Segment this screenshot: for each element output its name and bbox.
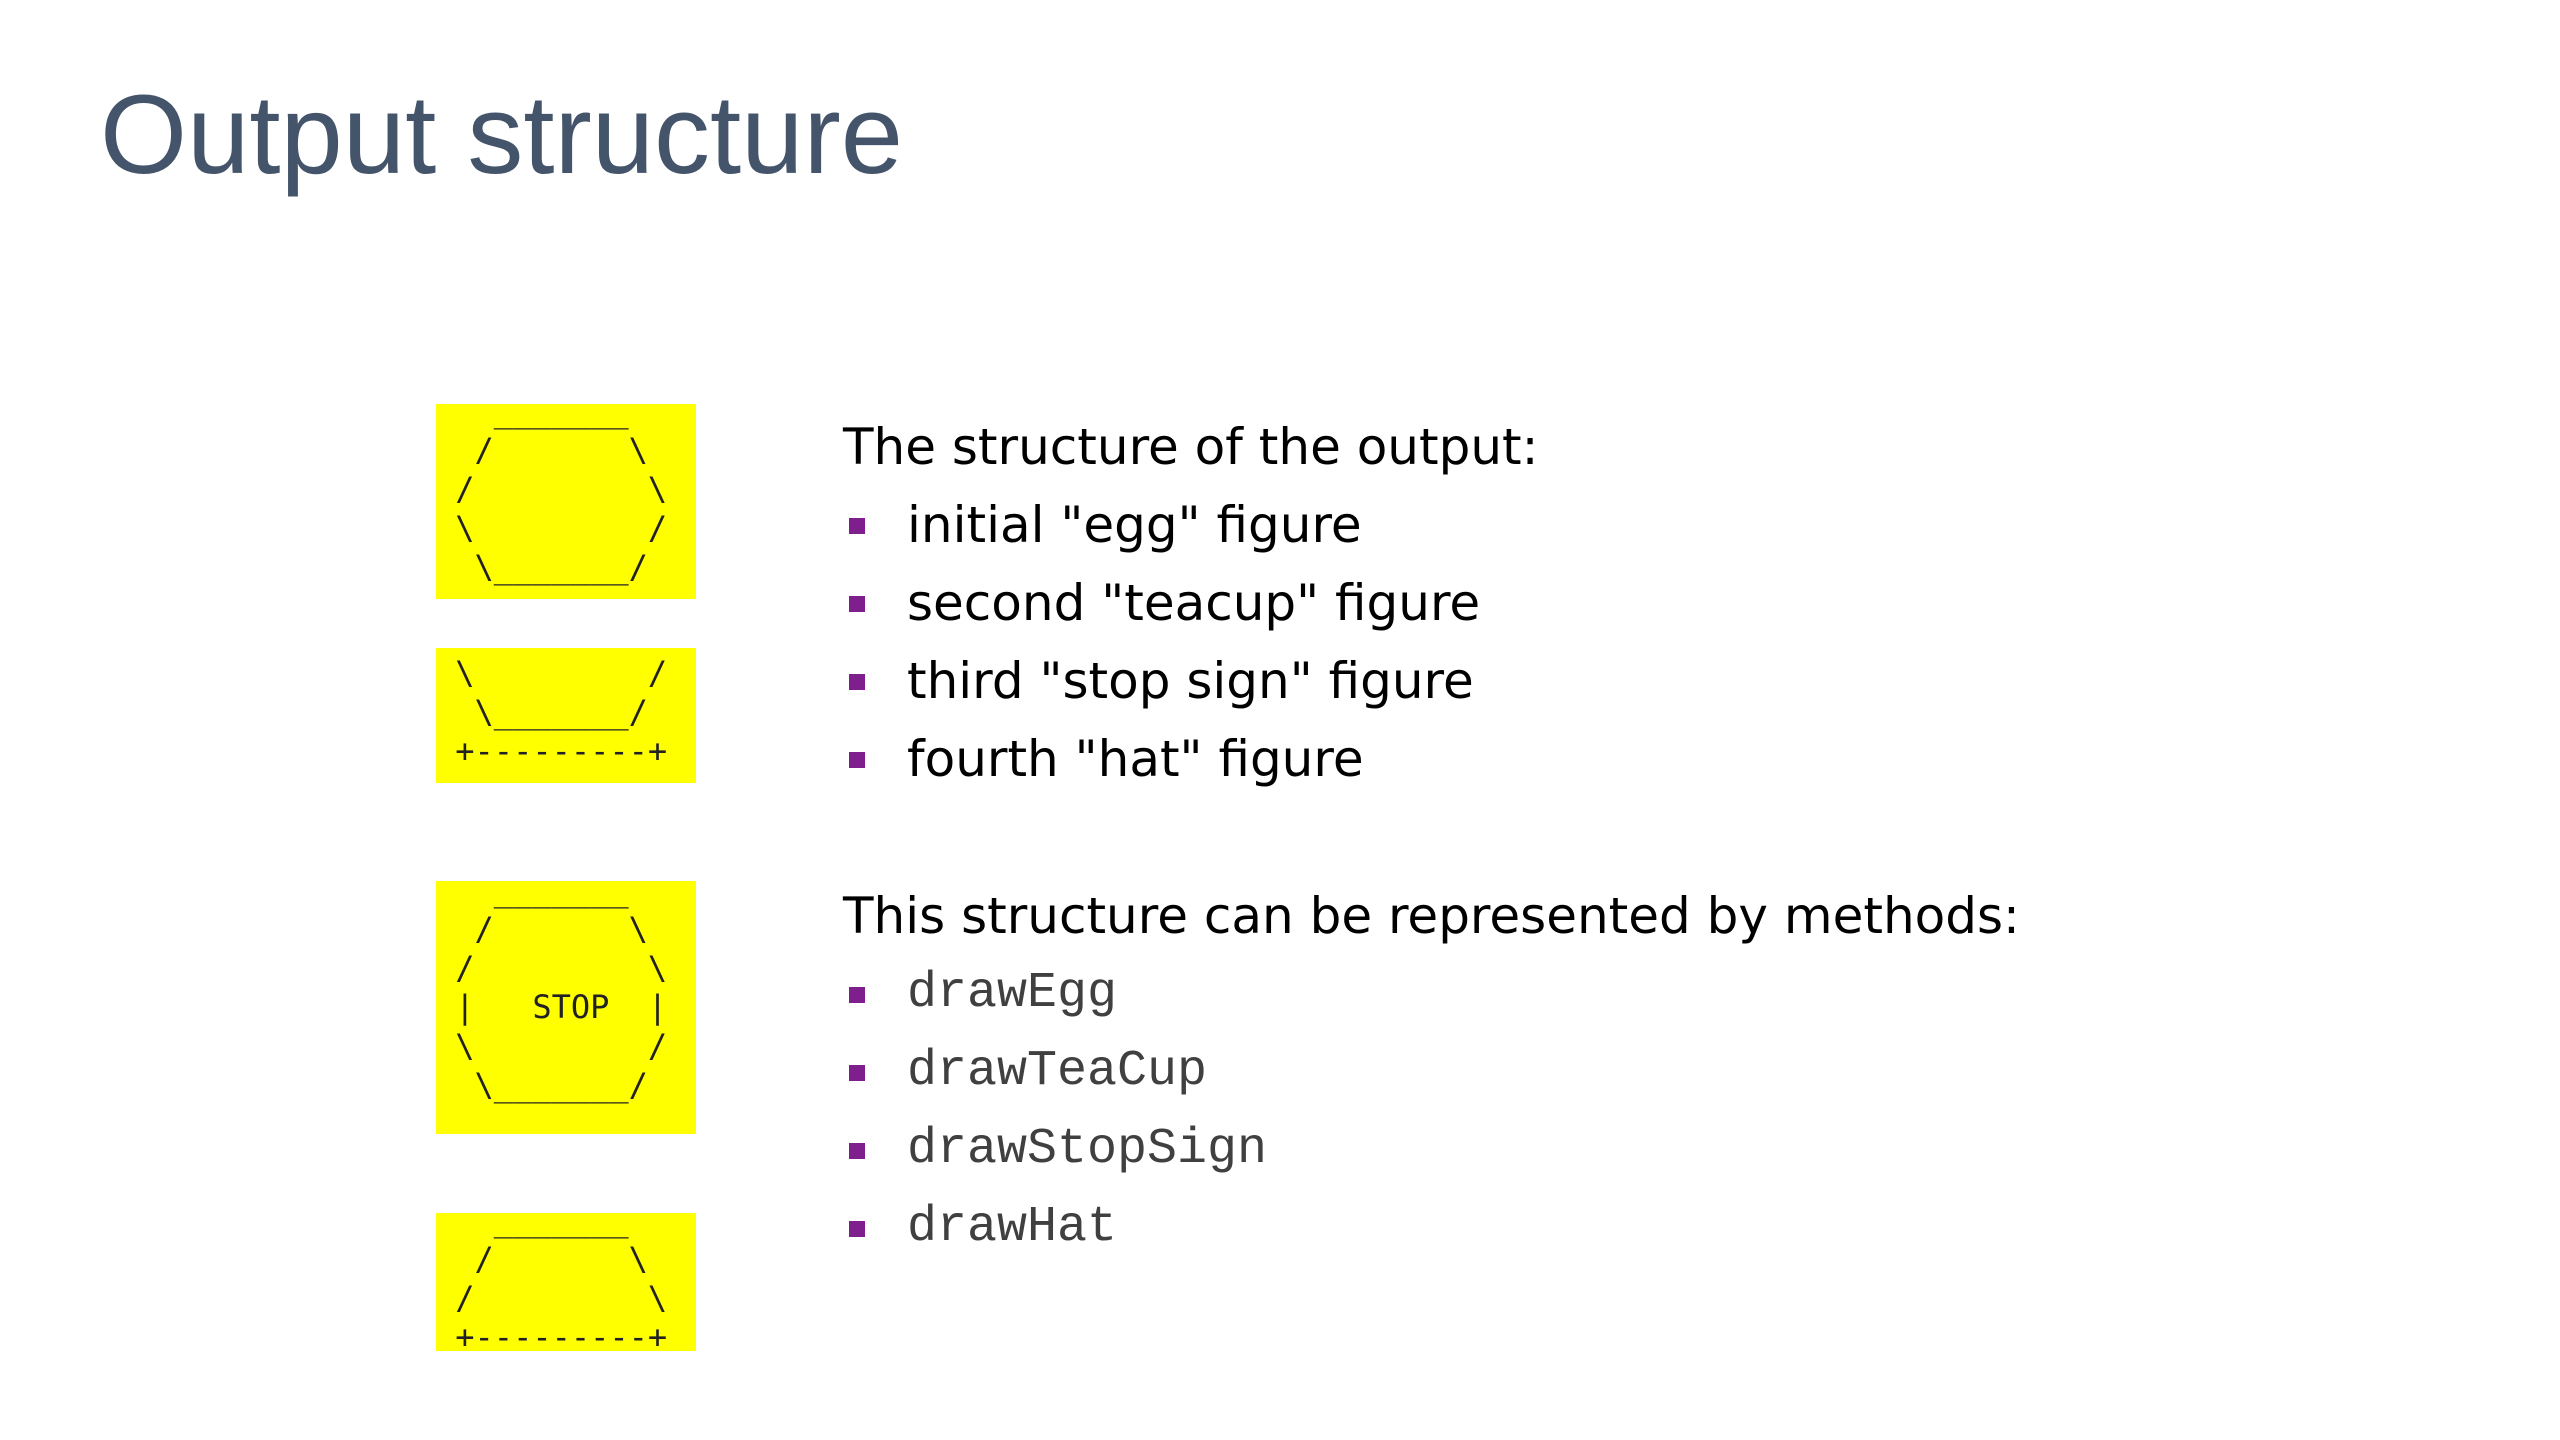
slide-title: Output structure — [100, 72, 904, 197]
structure-heading: The structure of the output: — [843, 418, 1539, 476]
list-item-label: third "stop sign" figure — [907, 652, 1474, 710]
teacup-figure: \ / \_______/ +---------+ — [436, 648, 696, 783]
egg-figure: _______ / \ / \ \ / \_______/ — [436, 404, 696, 599]
methods-section: This structure can be represented by met… — [843, 877, 2020, 1267]
list-item-label: fourth "hat" figure — [907, 730, 1364, 788]
square-bullet-icon — [849, 1221, 865, 1237]
egg-figure-art: _______ / \ / \ \ / \_______/ — [455, 404, 668, 586]
hat-figure: _______ / \ / \ +---------+ — [436, 1213, 696, 1351]
list-item-label: second "teacup" figure — [907, 574, 1481, 632]
method-name: drawTeaCup — [907, 1043, 1208, 1100]
list-item: second "teacup" figure — [843, 564, 1538, 642]
square-bullet-icon — [849, 987, 865, 1003]
square-bullet-icon — [849, 752, 865, 768]
list-item: drawEgg — [843, 955, 2020, 1033]
list-item: initial "egg" figure — [843, 486, 1538, 564]
structure-section: The structure of the output: initial "eg… — [843, 408, 1538, 798]
structure-list: initial "egg" figure second "teacup" fig… — [843, 486, 1538, 798]
list-item: drawHat — [843, 1189, 2020, 1267]
stop-sign-figure: _______ / \ / \ | STOP | \ / \_______/ — [436, 881, 696, 1134]
square-bullet-icon — [849, 1143, 865, 1159]
method-name: drawHat — [907, 1199, 1118, 1256]
list-item-label: initial "egg" figure — [907, 496, 1362, 554]
list-item: drawTeaCup — [843, 1033, 2020, 1111]
method-name: drawStopSign — [907, 1121, 1268, 1178]
square-bullet-icon — [849, 518, 865, 534]
methods-list: drawEgg drawTeaCup drawStopSign drawHat — [843, 955, 2020, 1267]
hat-figure-art: _______ / \ / \ +---------+ — [455, 1213, 668, 1351]
methods-heading: This structure can be represented by met… — [843, 887, 2020, 945]
list-item: drawStopSign — [843, 1111, 2020, 1189]
stop-sign-figure-art: _______ / \ / \ | STOP | \ / \_______/ — [455, 881, 668, 1104]
square-bullet-icon — [849, 596, 865, 612]
square-bullet-icon — [849, 674, 865, 690]
method-name: drawEgg — [907, 965, 1118, 1022]
teacup-figure-art: \ / \_______/ +---------+ — [455, 654, 668, 770]
list-item: third "stop sign" figure — [843, 642, 1538, 720]
square-bullet-icon — [849, 1065, 865, 1081]
list-item: fourth "hat" figure — [843, 720, 1538, 798]
